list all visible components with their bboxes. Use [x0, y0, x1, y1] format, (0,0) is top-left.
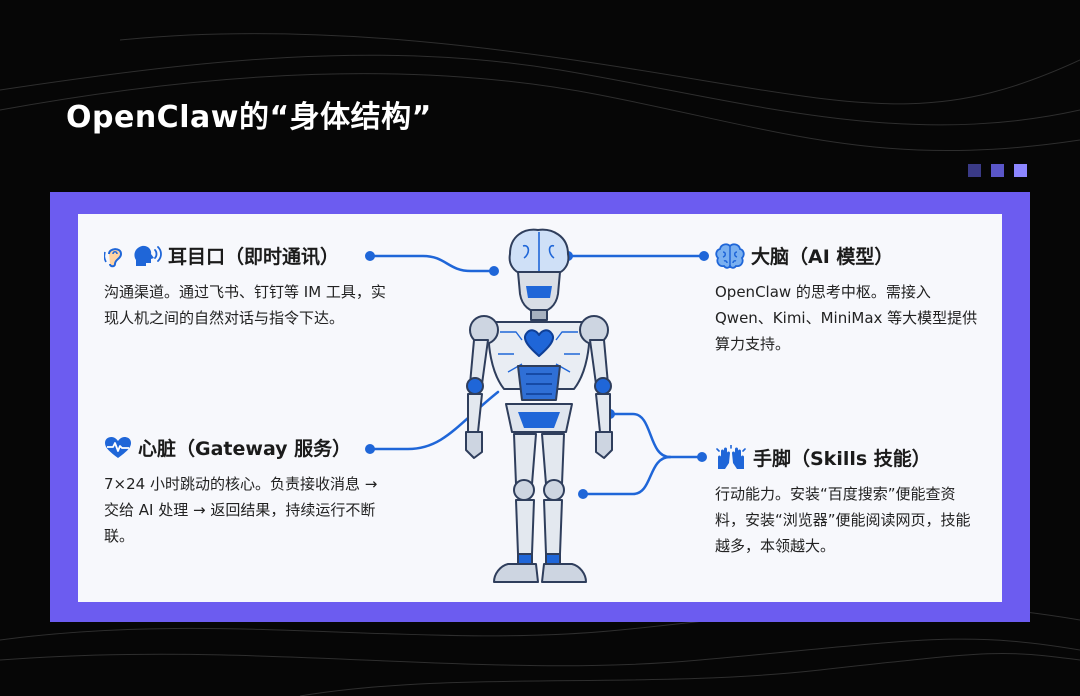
section-comm-header: 耳目口（即时通讯） — [104, 242, 394, 269]
decorative-squares — [968, 164, 1027, 177]
robot-abdomen — [517, 365, 561, 401]
connector-dot — [697, 452, 707, 462]
brain-icon — [715, 242, 745, 269]
robot-illustration — [365, 228, 709, 583]
speaking-head-icon — [134, 245, 162, 266]
deco-square-2 — [991, 164, 1004, 177]
section-comm-title: 耳目口（即时通讯） — [168, 246, 340, 268]
section-limbs-header: 手脚（Skills 技能） — [715, 444, 985, 471]
connector-dot — [699, 251, 709, 261]
deco-square-3 — [1014, 164, 1027, 177]
ear-icon — [104, 247, 123, 267]
connector-lines — [368, 254, 706, 496]
diagram-card: 耳目口（即时通讯） 沟通渠道。通过飞书、钉钉等 IM 工具，实现人机之间的自然对… — [78, 214, 1002, 602]
robot-right-leg — [541, 433, 565, 485]
heartbeat-icon — [105, 436, 131, 458]
connector-limbs-upper — [608, 412, 672, 459]
section-heart: 心脏（Gateway 服务） 7×24 小时跳动的核心。负责接收消息 → 交给 … — [104, 434, 394, 549]
connector-dot — [489, 266, 499, 276]
connector-dot — [365, 251, 375, 261]
section-limbs: 手脚（Skills 技能） 行动能力。安装“百度搜索”便能查资料，安装“浏览器”… — [715, 444, 985, 559]
section-brain-header: 大脑（AI 模型） — [715, 242, 985, 269]
robot-left-foot — [493, 563, 539, 583]
section-heart-desc: 7×24 小时跳动的核心。负责接收消息 → 交给 AI 处理 → 返回结果，持续… — [104, 475, 378, 545]
connector-dot — [578, 489, 588, 499]
section-limbs-title: 手脚（Skills 技能） — [753, 448, 931, 470]
raised-hands-icon — [716, 444, 746, 469]
slide-title: OpenClaw的“身体结构” — [66, 100, 432, 135]
robot-heart — [524, 329, 554, 357]
section-heart-title: 心脏（Gateway 服务） — [138, 438, 352, 460]
connector-dot — [365, 444, 375, 454]
robot-right-foot — [541, 563, 587, 583]
section-comm: 耳目口（即时通讯） 沟通渠道。通过飞书、钉钉等 IM 工具，实现人机之间的自然对… — [104, 242, 394, 331]
robot-body — [465, 228, 613, 583]
robot-left-leg — [513, 433, 537, 485]
section-brain-title: 大脑（AI 模型） — [751, 246, 894, 268]
section-brain: 大脑（AI 模型） OpenClaw 的思考中枢。需接入 Qwen、Kimi、M… — [715, 242, 985, 357]
deco-square-1 — [968, 164, 981, 177]
section-limbs-desc: 行动能力。安装“百度搜索”便能查资料，安装“浏览器”便能阅读网页，技能越多，本领… — [715, 485, 971, 555]
connector-heart — [368, 390, 500, 451]
connector-comm — [368, 254, 496, 273]
section-heart-header: 心脏（Gateway 服务） — [104, 434, 394, 461]
section-comm-desc: 沟通渠道。通过飞书、钉钉等 IM 工具，实现人机之间的自然对话与指令下达。 — [104, 283, 386, 327]
connector-limbs-lower — [581, 455, 672, 496]
section-brain-desc: OpenClaw 的思考中枢。需接入 Qwen、Kimi、MiniMax 等大模… — [715, 283, 978, 353]
